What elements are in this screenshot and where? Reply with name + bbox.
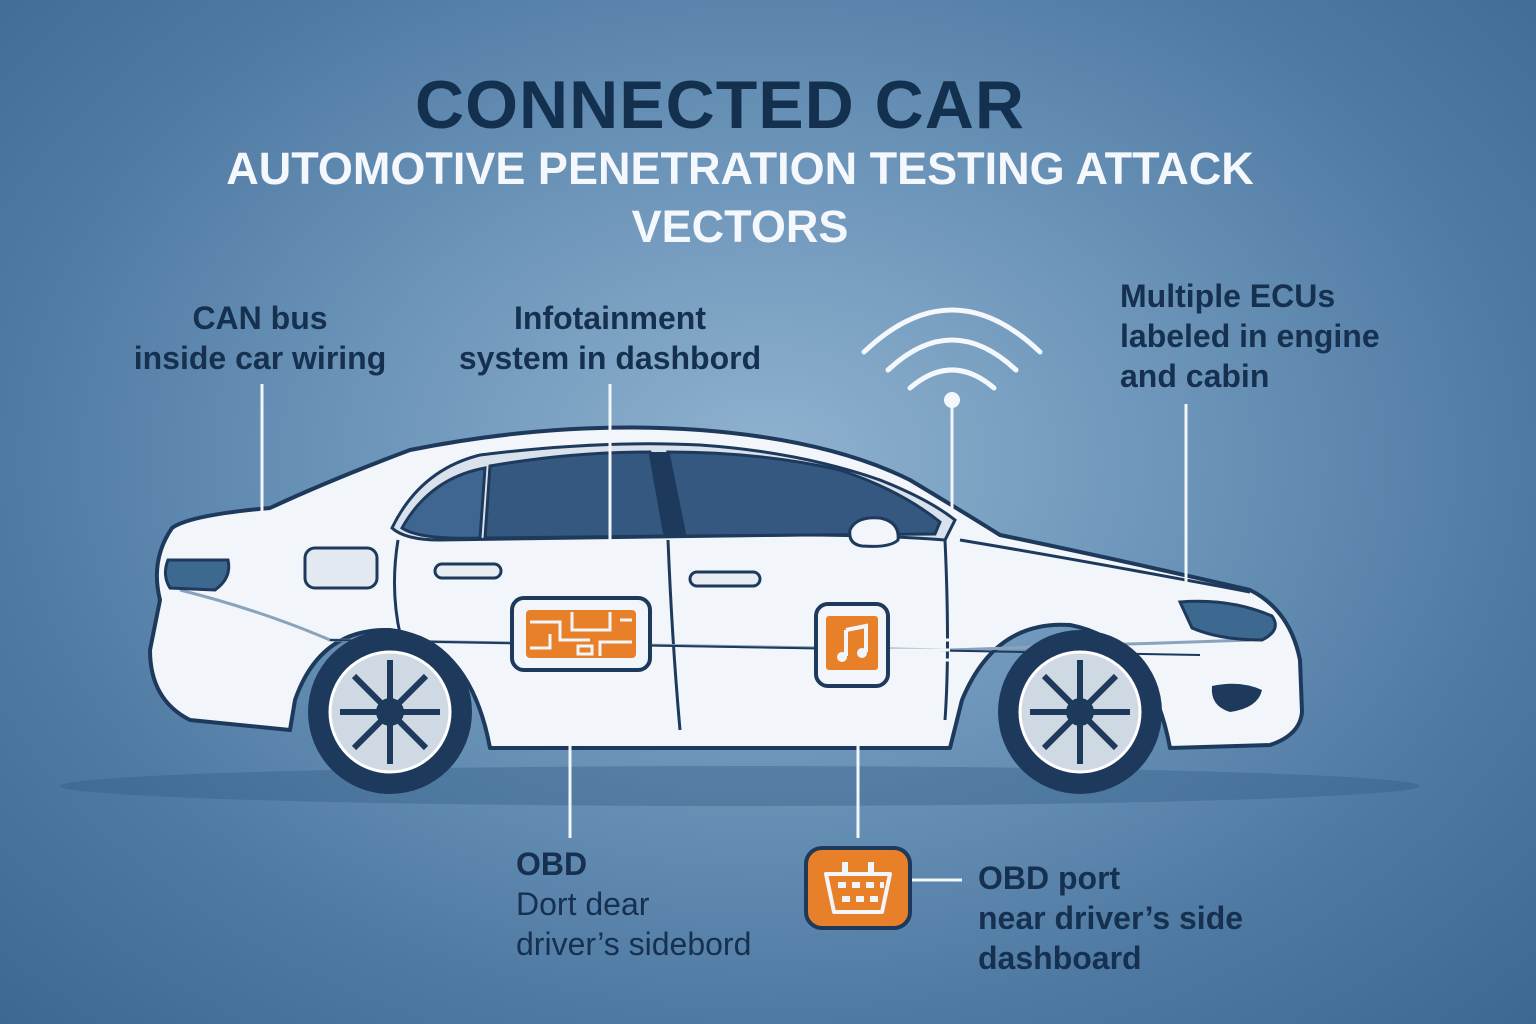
connector-lines xyxy=(260,384,1188,882)
can-bus-label: CAN bus inside car wiring xyxy=(133,300,387,376)
wifi-signal-icon xyxy=(861,307,1043,408)
circuit-board-icon xyxy=(510,596,652,672)
obd-port-label: OBD port near driver’s side dashboard xyxy=(978,860,1244,976)
page-title: CONNECTED CAR xyxy=(415,67,1025,143)
obd-connector-icon xyxy=(804,846,912,930)
page-subtitle: AUTOMOTIVE PENETRATION TESTING ATTACK VE… xyxy=(226,143,1254,252)
music-note-icon xyxy=(814,602,890,688)
rear-wheel xyxy=(308,630,472,794)
car-body xyxy=(148,425,1304,750)
front-wheel xyxy=(998,630,1162,794)
obd-label: OBD Dort dear driver’s sidebord xyxy=(516,846,752,962)
ecus-label: Multiple ECUs labeled in engine and cabi… xyxy=(1120,278,1380,394)
infotainment-label: Infotainment system in dashbord xyxy=(458,300,762,376)
